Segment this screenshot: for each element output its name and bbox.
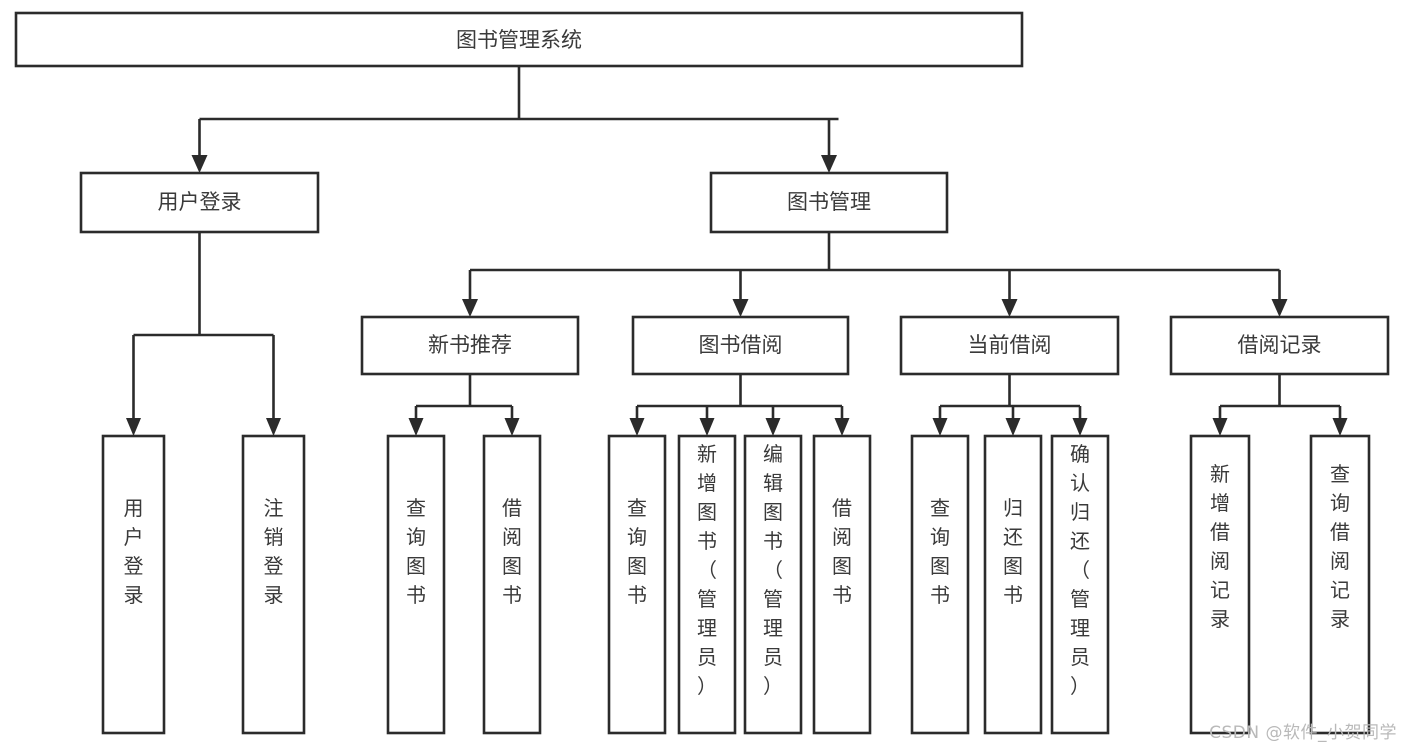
arrow-leaf-edit-book — [765, 418, 781, 436]
leaf-user-login-box[interactable] — [101, 434, 166, 735]
arrow-leaf-return-book — [1005, 418, 1021, 436]
arrow-leaf-query-book-1 — [408, 418, 424, 436]
leaf-borrow-book-2-box[interactable] — [812, 434, 872, 735]
current-borrow-box[interactable] — [899, 315, 1120, 376]
arrow-leaf-add-book — [699, 418, 715, 436]
connector-layer — [126, 66, 1348, 436]
leaf-query-book-2-label: 查询图书 — [627, 496, 647, 607]
arrow-leaf-confirm-return — [1072, 418, 1088, 436]
node-leaf-add-book[interactable]: 新增图书（管理员） — [677, 434, 737, 735]
leaf-user-login-label: 用户登录 — [124, 496, 144, 607]
node-current-borrow[interactable]: 当前借阅 — [899, 315, 1120, 376]
arrow-borrow-record — [1271, 299, 1288, 317]
arrow-leaf-borrow-book-1 — [504, 418, 520, 436]
leaf-nodes-layer: 用户登录 注销登录 查询图书 借阅图书 查询图书 新增图书（管理员） — [101, 434, 1371, 735]
new-book-recommend-box[interactable] — [360, 315, 580, 376]
arrow-user-login — [191, 155, 208, 173]
book-borrow-label: 图书借阅 — [699, 333, 783, 357]
node-borrow-record[interactable]: 借阅记录 — [1169, 315, 1390, 376]
book-borrow-box[interactable] — [631, 315, 850, 376]
node-leaf-logout[interactable]: 注销登录 — [241, 434, 306, 735]
arrow-leaf-user-login — [126, 418, 141, 436]
arrow-current-borrow — [1001, 299, 1018, 317]
root-label: 图书管理系统 — [456, 28, 582, 52]
arrow-book-manage — [821, 155, 837, 173]
leaf-add-book-label: 新增图书（管理员） — [697, 442, 717, 698]
arrow-leaf-query-book-2 — [629, 418, 645, 436]
node-leaf-add-record[interactable]: 新增借阅记录 — [1189, 434, 1251, 735]
root-box[interactable] — [14, 11, 1024, 68]
book-manage-box[interactable] — [709, 171, 949, 234]
node-leaf-return-book[interactable]: 归还图书 — [983, 434, 1043, 735]
arrow-leaf-query-book-3 — [932, 418, 948, 436]
leaf-query-book-2-box[interactable] — [607, 434, 667, 735]
leaf-query-book-1-box[interactable] — [386, 434, 446, 735]
arrow-leaf-add-record — [1212, 418, 1228, 436]
node-leaf-query-book-2[interactable]: 查询图书 — [607, 434, 667, 735]
node-new-book-recommend[interactable]: 新书推荐 — [360, 315, 580, 376]
leaf-add-record-box[interactable] — [1189, 434, 1251, 735]
leaf-confirm-return-box[interactable] — [1050, 434, 1110, 735]
node-book-borrow[interactable]: 图书借阅 — [631, 315, 850, 376]
leaf-query-record-box[interactable] — [1309, 434, 1371, 735]
leaf-confirm-return-label: 确认归还（管理员） — [1070, 442, 1090, 698]
leaf-return-book-box[interactable] — [983, 434, 1043, 735]
user-login-label: 用户登录 — [158, 190, 242, 214]
node-leaf-query-book-1[interactable]: 查询图书 — [386, 434, 446, 735]
node-leaf-user-login[interactable]: 用户登录 — [101, 434, 166, 735]
node-root[interactable]: 图书管理系统 — [14, 11, 1024, 68]
leaf-logout-box[interactable] — [241, 434, 306, 735]
user-login-box[interactable] — [79, 171, 320, 234]
leaf-return-book-label: 归还图书 — [1003, 496, 1023, 607]
node-user-login[interactable]: 用户登录 — [79, 171, 320, 234]
node-leaf-query-record[interactable]: 查询借阅记录 — [1309, 434, 1371, 735]
leaf-query-book-1-label: 查询图书 — [406, 496, 426, 607]
leaf-borrow-book-2-label: 借阅图书 — [832, 496, 852, 607]
node-leaf-borrow-book-2[interactable]: 借阅图书 — [812, 434, 872, 735]
leaf-add-book-box[interactable] — [677, 434, 737, 735]
arrow-leaf-query-record — [1332, 418, 1348, 436]
leaf-query-book-3-box[interactable] — [910, 434, 970, 735]
book-manage-label: 图书管理 — [787, 190, 871, 214]
new-book-recommend-label: 新书推荐 — [428, 333, 512, 357]
arrow-leaf-logout — [266, 418, 281, 436]
leaf-query-record-label: 查询借阅记录 — [1330, 462, 1350, 631]
leaf-borrow-book-1-label: 借阅图书 — [502, 496, 522, 607]
leaf-edit-book-box[interactable] — [743, 434, 803, 735]
leaf-edit-book-label: 编辑图书（管理员） — [763, 442, 783, 698]
arrow-new-book-recommend — [462, 299, 478, 317]
borrow-record-label: 借阅记录 — [1238, 333, 1322, 357]
borrow-record-box[interactable] — [1169, 315, 1390, 376]
node-leaf-edit-book[interactable]: 编辑图书（管理员） — [743, 434, 803, 735]
current-borrow-label: 当前借阅 — [968, 333, 1052, 357]
node-leaf-borrow-book-1[interactable]: 借阅图书 — [482, 434, 542, 735]
node-leaf-query-book-3[interactable]: 查询图书 — [910, 434, 970, 735]
leaf-query-book-3-label: 查询图书 — [930, 496, 950, 607]
leaf-logout-label: 注销登录 — [264, 496, 284, 607]
leaf-borrow-book-1-box[interactable] — [482, 434, 542, 735]
node-leaf-confirm-return[interactable]: 确认归还（管理员） — [1050, 434, 1110, 735]
leaf-add-record-label: 新增借阅记录 — [1210, 462, 1230, 631]
arrow-leaf-borrow-book-2 — [834, 418, 850, 436]
arrow-book-borrow — [732, 299, 749, 317]
node-book-manage[interactable]: 图书管理 — [709, 171, 949, 234]
